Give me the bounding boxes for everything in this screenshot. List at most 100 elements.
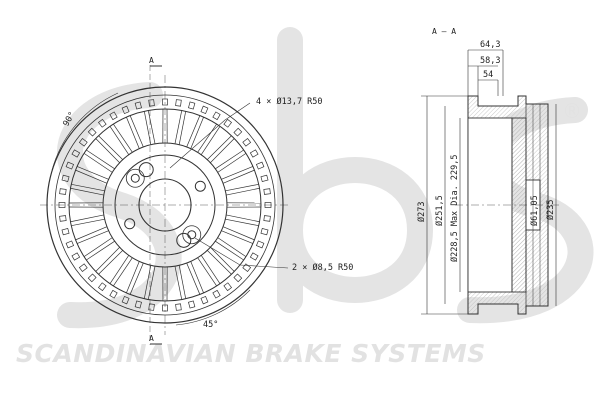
fin-slot <box>97 282 107 292</box>
rib-line <box>210 247 235 272</box>
rib-line <box>129 262 144 295</box>
rib-line <box>178 111 187 145</box>
fin-slot <box>65 240 75 249</box>
rib-line <box>222 169 255 184</box>
rib-line <box>210 138 235 163</box>
rib-line <box>225 183 259 192</box>
rib-line <box>190 261 204 294</box>
fin-slot <box>121 105 130 115</box>
fin-slot <box>71 149 81 158</box>
fin-slot <box>200 105 209 115</box>
callout-large-holes: 4 × Ø13,7 R50 <box>256 96 323 107</box>
rib-line <box>75 169 108 184</box>
fin-slot <box>148 99 155 107</box>
bolt-hole <box>124 218 136 230</box>
fin-slot <box>97 118 107 128</box>
rib-line <box>70 214 104 223</box>
fin-slot <box>87 127 97 137</box>
rib-line <box>71 183 105 192</box>
fin-slot <box>65 161 75 170</box>
angle-label-45: 45° <box>203 320 218 330</box>
fin-slot <box>212 289 221 299</box>
fin-slot <box>175 303 182 311</box>
rib-line <box>217 237 247 257</box>
fin-slot <box>148 303 155 311</box>
rib-line <box>75 226 108 241</box>
rib-line <box>186 115 201 148</box>
rib-line <box>147 266 156 300</box>
rib-line <box>221 166 254 180</box>
rib-line <box>147 110 156 144</box>
rib-line <box>76 166 109 180</box>
rib-line <box>71 218 105 227</box>
rib-line <box>222 226 255 241</box>
fin-slot <box>242 137 252 147</box>
rib-line <box>129 115 144 148</box>
fin-slot <box>223 118 233 128</box>
fin-slot <box>249 149 259 158</box>
rib-line <box>197 123 217 153</box>
section-marker-top: A <box>149 56 154 65</box>
fin-slot <box>188 101 196 110</box>
rib-line <box>113 123 133 153</box>
dim-dia-flange: Ø251,5 <box>434 195 445 226</box>
fin-slot <box>59 215 67 222</box>
rib-line <box>95 247 120 272</box>
rib-line <box>226 187 260 196</box>
rib-line <box>215 240 244 261</box>
fin-slot <box>233 273 243 283</box>
bolt-holes <box>124 162 206 248</box>
rib-line <box>113 257 133 287</box>
rib-line <box>86 240 115 261</box>
rib-line <box>215 149 244 170</box>
fin-slot <box>134 101 142 110</box>
fin-slot <box>249 252 259 261</box>
dimension-lines <box>421 49 557 315</box>
section-marker-bottom: A <box>149 334 154 343</box>
rib-line <box>207 250 232 275</box>
dim-dia-bolt: Ø235 <box>545 200 556 220</box>
bolt-hole-ring <box>182 225 202 245</box>
dim-width-total: 64,3 <box>480 40 500 50</box>
bolt-hole-ring <box>125 168 145 188</box>
rib-line <box>174 266 183 300</box>
rib-line <box>200 126 221 155</box>
registered-mark: ® <box>562 99 582 123</box>
rib-line <box>109 126 130 155</box>
fin-slot <box>121 295 130 305</box>
fin-slot <box>78 263 88 273</box>
fin-slot <box>263 215 271 222</box>
rib-line <box>83 237 113 257</box>
rib-line <box>221 230 254 244</box>
brand-tagline: SCANDINAVIAN BRAKE SYSTEMS <box>16 339 486 368</box>
bolt-hole <box>194 180 206 192</box>
rib-line <box>174 110 183 144</box>
rib-line <box>95 138 120 163</box>
fin-slot <box>223 282 233 292</box>
dim-width-mid: 58,3 <box>480 56 500 66</box>
rib-line <box>207 135 232 160</box>
rib-line <box>98 250 123 275</box>
fin-slot <box>255 240 265 249</box>
rib-line <box>98 135 123 160</box>
rib-line <box>217 153 247 173</box>
fin-slot <box>260 228 269 236</box>
fin-slot <box>61 174 70 182</box>
bolt-hole <box>138 162 154 178</box>
dim-dia-bore: Ø228,5 Max Dia. 229,5 <box>449 155 460 262</box>
rib-line <box>190 116 204 149</box>
section-title: A – A <box>432 27 456 36</box>
fin-slot <box>134 300 142 309</box>
fin-slot <box>109 289 118 299</box>
fin-slot <box>109 111 118 121</box>
fin-slot <box>61 228 70 236</box>
rib-line <box>143 265 152 299</box>
fin-slot <box>59 188 67 195</box>
fin-slot <box>71 252 81 261</box>
fin-slot <box>87 273 97 283</box>
bolt-hole <box>187 230 197 240</box>
dim-dia-outer: Ø273 <box>416 202 427 222</box>
rib-line <box>83 153 113 173</box>
fin-slot <box>233 127 243 137</box>
